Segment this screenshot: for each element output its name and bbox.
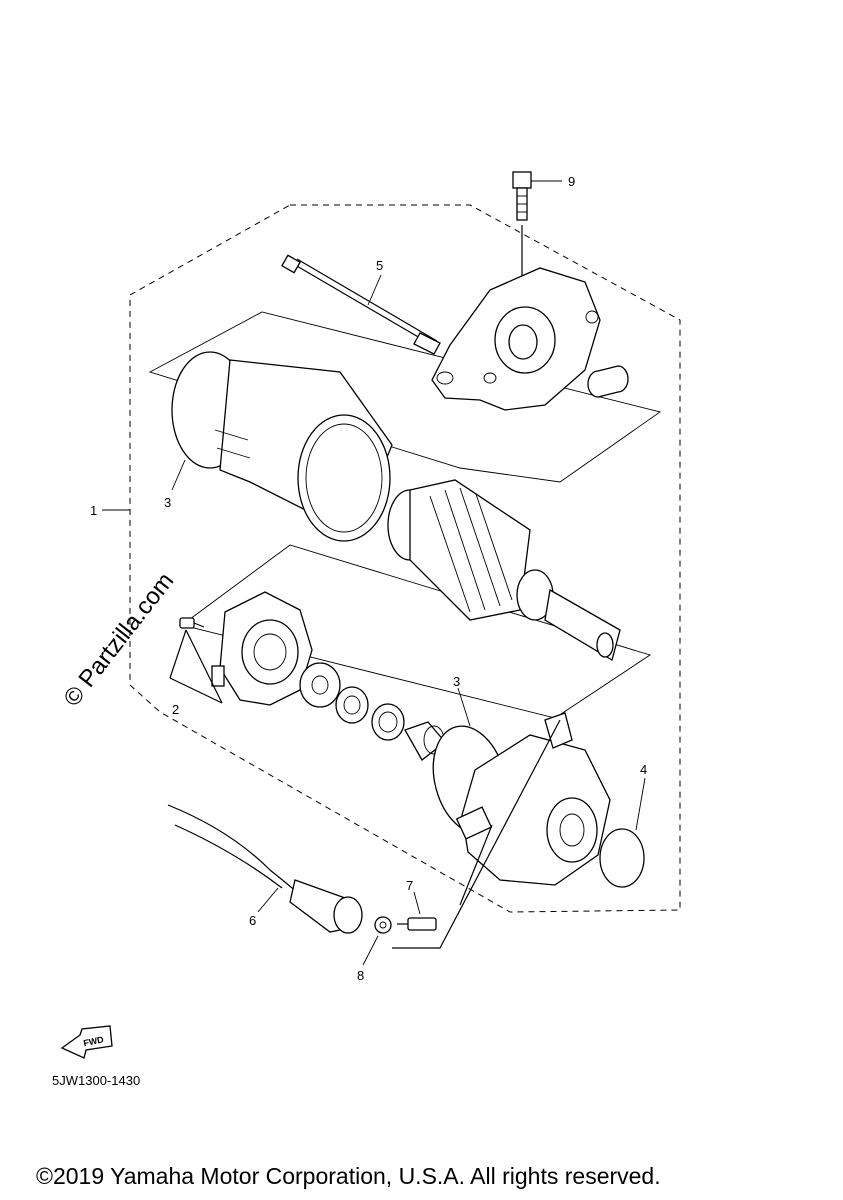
o-ring-part-4	[599, 828, 645, 888]
nut-part-8	[374, 916, 392, 934]
leader-8	[362, 935, 379, 966]
fwd-label: FWD	[82, 1034, 105, 1048]
assembly-boundary	[129, 204, 681, 913]
callout-8: 8	[357, 968, 364, 983]
yoke-housing	[171, 351, 393, 542]
callout-6: 6	[249, 913, 256, 928]
upper-plane	[148, 311, 662, 483]
front-cover	[431, 267, 601, 411]
leader-4	[635, 777, 646, 831]
terminal-leader	[459, 824, 493, 906]
rear-cover	[455, 712, 611, 886]
copyright-notice: ©2019 Yamaha Motor Corporation, U.S.A. A…	[36, 1163, 661, 1189]
washers	[299, 662, 405, 741]
callout-3-lower: 3	[453, 674, 460, 689]
leader-3b	[457, 687, 471, 727]
bushing	[587, 365, 629, 398]
armature	[387, 479, 621, 661]
callout-9: 9	[568, 174, 575, 189]
callout-2: 2	[172, 702, 179, 717]
callout-4: 4	[640, 762, 647, 777]
lead-wire-part-6	[167, 804, 363, 934]
fwd-arrow-icon: FWD	[60, 1025, 113, 1059]
terminal-bracket-lines	[392, 719, 561, 949]
terminal-bolt-part-7	[397, 917, 437, 931]
leader-6	[257, 887, 279, 913]
screws-part-2	[169, 617, 223, 704]
lower-plane	[180, 544, 652, 719]
leader-7	[413, 891, 421, 915]
partzilla-watermark: © Partzilla.com	[58, 568, 179, 712]
diagram-code: 5JW1300-1430	[52, 1073, 141, 1088]
leader-5	[367, 274, 382, 306]
callout-5: 5	[376, 258, 383, 273]
callout-1: 1	[90, 503, 97, 518]
callout-3-upper: 3	[164, 495, 171, 510]
callout-7: 7	[406, 878, 413, 893]
brush-holder	[211, 591, 313, 706]
through-bolt-part-5	[281, 254, 441, 355]
leader-3a	[171, 459, 186, 491]
